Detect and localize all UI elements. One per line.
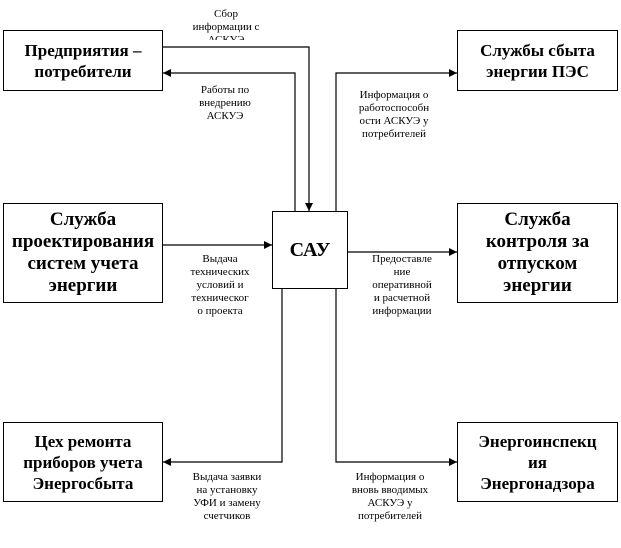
box-inspection: Энергоинспекц ия Энергонадзора <box>457 422 618 502</box>
arrow-sau-to-consumers <box>163 69 296 211</box>
arrow-consumers-to-sau <box>163 46 313 211</box>
arrow-sau-to-repair <box>163 289 283 466</box>
box-design: Служба проектирования систем учета энерг… <box>3 203 163 303</box>
box-consumers: Предприятия – потребители <box>3 30 163 91</box>
label-issue-conditions: Выдача технических условий и техническог… <box>190 253 250 317</box>
box-sau: САУ <box>272 211 348 289</box>
label-collect: Сбор информации с АСКУЭ <box>192 8 260 40</box>
box-sales: Службы сбыта энергии ПЭС <box>457 30 618 91</box>
label-operability: Информация о работоспособн ости АСКУЭ у … <box>358 89 430 140</box>
arrow-sau-to-inspection <box>335 289 457 466</box>
box-release-control: Служба контроля за отпуском энергии <box>457 203 618 303</box>
arrow-sau-to-sales <box>335 69 457 211</box>
label-operative: Предоставле ние оперативной и расчетной … <box>372 253 432 317</box>
label-new-askue: Информация о вновь вводимых АСКУЭ у потр… <box>351 471 429 522</box>
label-request: Выдача заявки на установку УФИ и замену … <box>192 471 262 522</box>
label-works: Работы по внедрению АСКУЭ <box>199 84 251 122</box>
box-repair: Цех ремонта приборов учета Энергосбыта <box>3 422 163 502</box>
